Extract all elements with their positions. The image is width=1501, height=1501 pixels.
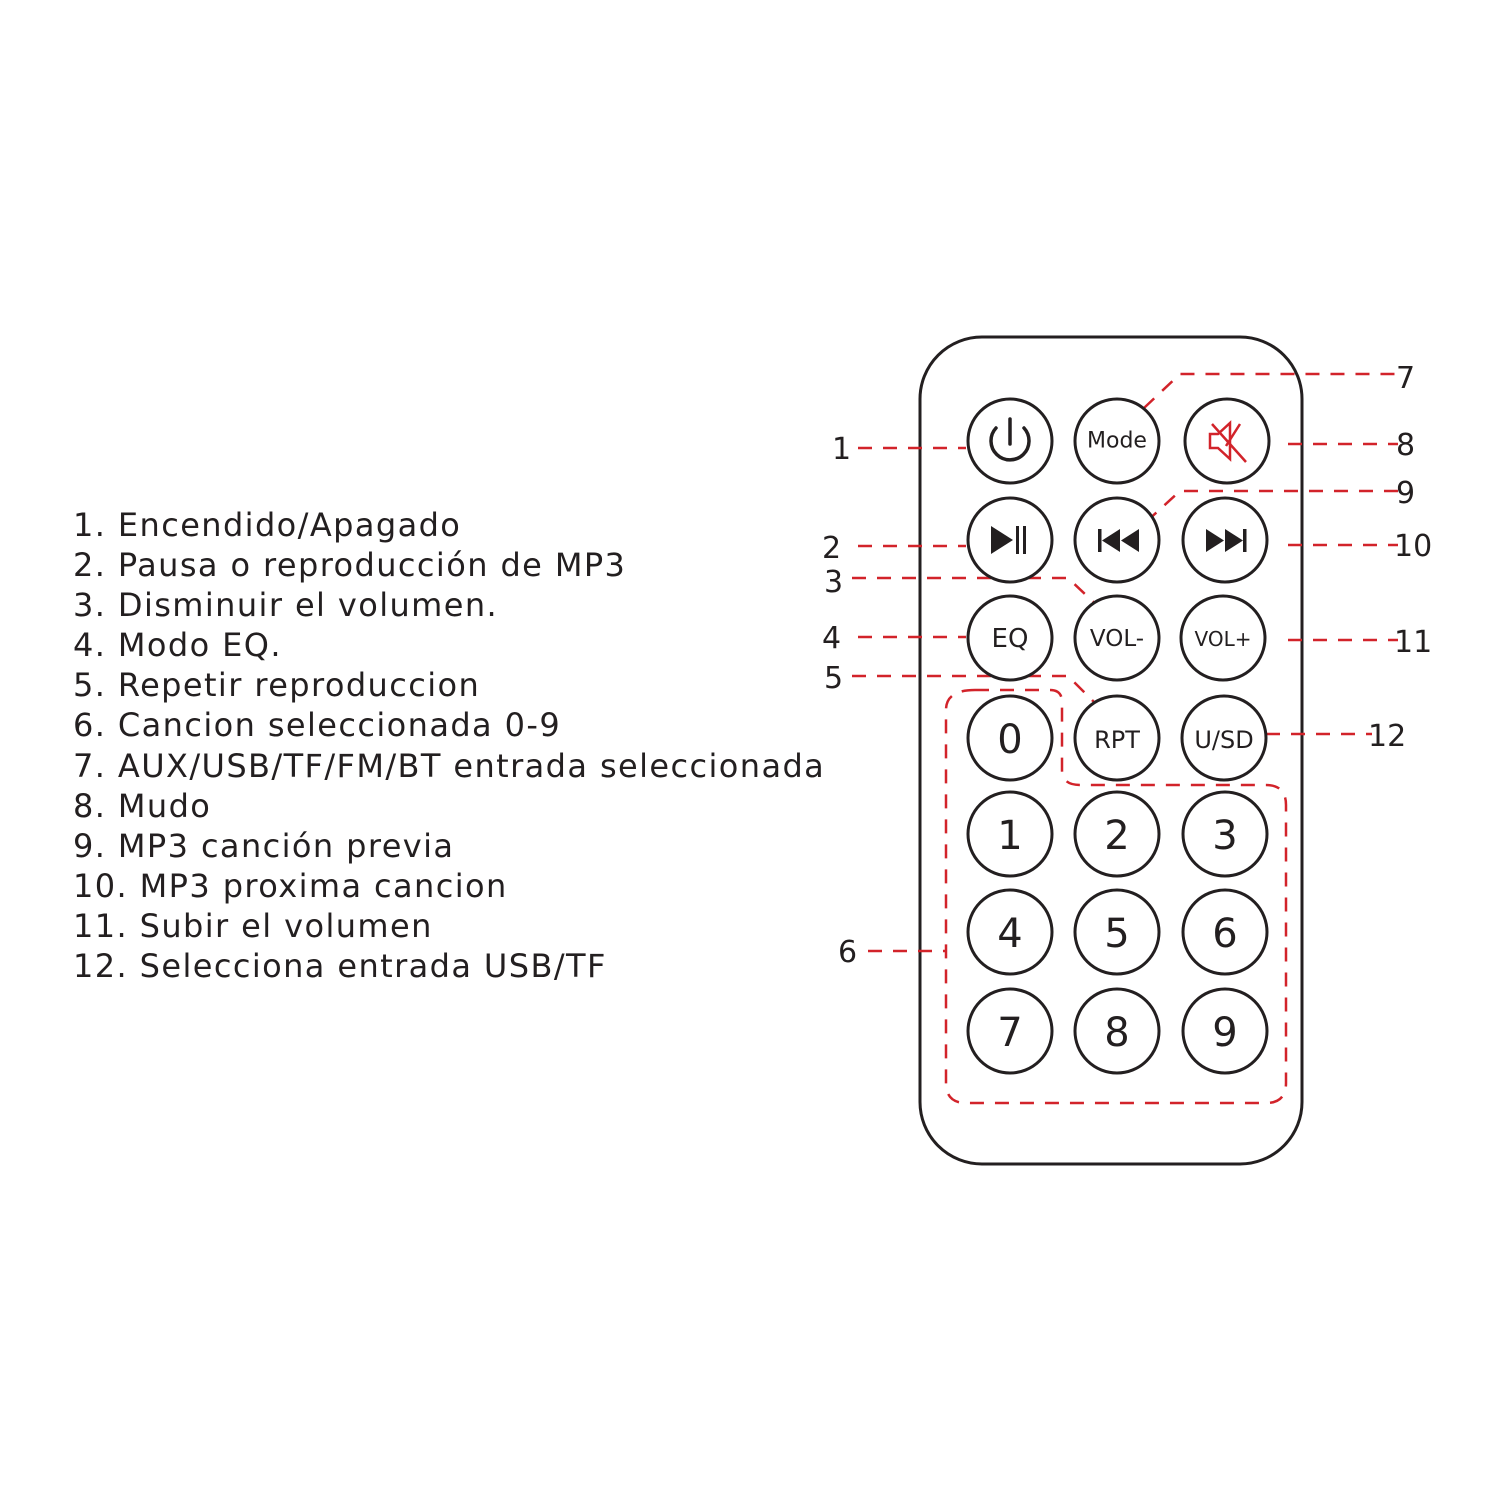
callout-12: 12 — [1368, 719, 1406, 754]
previous-track-icon — [1098, 529, 1139, 552]
callout-8: 8 — [1396, 428, 1415, 463]
digit-5-button[interactable]: 5 — [1073, 888, 1161, 976]
eq-button[interactable]: EQ — [966, 594, 1054, 682]
legend-item-1: 1. Encendido/Apagado — [73, 506, 462, 544]
digit-8-button[interactable]: 8 — [1073, 987, 1161, 1075]
callout-numbers: 1 2 3 4 5 6 7 8 9 10 11 12 — [822, 361, 1432, 970]
legend-item-8: 8. Mudo — [73, 786, 212, 825]
legend-item-12: 12. Selecciona entrada USB/TF — [73, 947, 607, 986]
play-pause-icon — [991, 526, 1026, 554]
mute-icon — [1208, 420, 1247, 463]
digit-3-label: 3 — [1212, 813, 1237, 859]
digit-7-label: 7 — [997, 1010, 1022, 1056]
legend-item-6: 6. Cancion seleccionada 0-9 — [73, 706, 562, 745]
callout-5: 5 — [824, 661, 843, 696]
legend-item-5: 5. Repetir reproduccion — [73, 666, 481, 705]
callout-10: 10 — [1394, 529, 1432, 564]
legend-item-4: 4. Modo EQ. — [73, 626, 282, 665]
callout-7: 7 — [1396, 361, 1415, 396]
rpt-button-label: RPT — [1094, 726, 1140, 754]
callout-2: 2 — [822, 531, 841, 566]
legend-item-2: 2. Pausa o reproducción de MP3 — [73, 546, 627, 585]
callout-6: 6 — [838, 935, 857, 970]
legend-item-10: 10. MP3 proxima cancion — [73, 866, 508, 905]
usd-button[interactable]: U/SD — [1180, 694, 1268, 782]
legend-item-9: 9. MP3 canción previa — [73, 826, 455, 865]
callout-3: 3 — [824, 565, 843, 600]
vol-down-button[interactable]: VOL- — [1073, 594, 1161, 682]
eq-button-label: EQ — [992, 624, 1029, 654]
digit-7-button[interactable]: 7 — [966, 987, 1054, 1075]
next-track-icon — [1206, 529, 1247, 552]
digit-4-button[interactable]: 4 — [966, 888, 1054, 976]
mode-button[interactable]: Mode — [1073, 397, 1161, 485]
digit-1-label: 1 — [997, 813, 1022, 859]
digit-group-outline — [944, 688, 1288, 1105]
power-button[interactable] — [966, 397, 1054, 485]
digit-8-label: 8 — [1104, 1010, 1129, 1056]
mode-button-label: Mode — [1087, 429, 1147, 454]
next-track-button[interactable] — [1181, 496, 1269, 584]
digit-1-button[interactable]: 1 — [966, 790, 1054, 878]
legend-item-11: 11. Subir el volumen — [73, 906, 433, 945]
callout-1: 1 — [832, 432, 851, 467]
digit-9-label: 9 — [1212, 1010, 1237, 1056]
power-icon — [989, 417, 1031, 462]
vol-up-button-label: VOL+ — [1195, 627, 1252, 651]
digit-4-label: 4 — [997, 911, 1022, 957]
digit-9-button[interactable]: 9 — [1181, 987, 1269, 1075]
previous-track-button[interactable] — [1073, 496, 1161, 584]
usd-button-label: U/SD — [1194, 726, 1253, 754]
play-pause-button[interactable] — [966, 496, 1054, 584]
digit-5-label: 5 — [1104, 911, 1129, 957]
vol-up-button[interactable]: VOL+ — [1179, 594, 1267, 682]
leader-lines — [852, 372, 1398, 953]
digit-3-button[interactable]: 3 — [1181, 790, 1269, 878]
digit-6-label: 6 — [1212, 911, 1237, 957]
callout-11: 11 — [1394, 625, 1432, 660]
legend-list: 1. Encendido/Apagado 2. Pausa o reproduc… — [73, 505, 825, 986]
digit-2-label: 2 — [1104, 813, 1129, 859]
vol-down-button-label: VOL- — [1090, 626, 1144, 652]
callout-9: 9 — [1396, 476, 1415, 511]
callout-4: 4 — [822, 621, 841, 656]
rpt-button[interactable]: RPT — [1073, 694, 1161, 782]
digit-0-button[interactable]: 0 — [966, 694, 1054, 782]
digit-6-button[interactable]: 6 — [1181, 888, 1269, 976]
legend-item-3: 3. Disminuir el volumen. — [73, 586, 499, 625]
mute-button[interactable] — [1183, 397, 1271, 485]
digit-0-label: 0 — [997, 717, 1022, 763]
legend-item-7: 7. AUX/USB/TF/FM/BT entrada seleccionada — [73, 746, 826, 785]
digit-2-button[interactable]: 2 — [1073, 790, 1161, 878]
